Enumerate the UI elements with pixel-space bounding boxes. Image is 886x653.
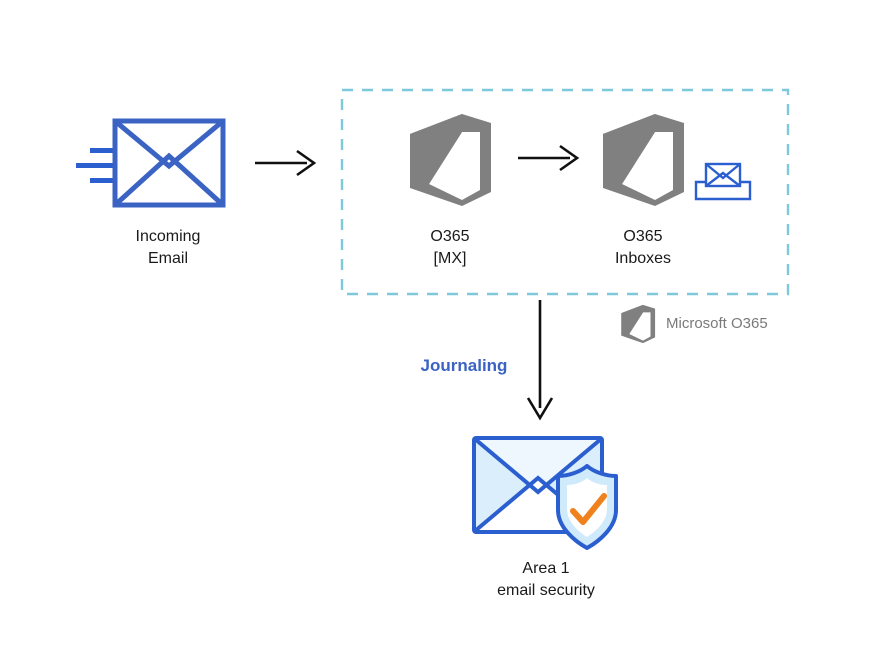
area1-label: Area 1 email security bbox=[497, 560, 595, 599]
o365-mx-label: O365 [MX] bbox=[430, 228, 470, 267]
journaling-label: Journaling bbox=[420, 356, 508, 375]
office-365-logo-icon bbox=[410, 114, 491, 206]
envelope-icon bbox=[112, 118, 226, 208]
o365-boundary-box bbox=[340, 88, 790, 296]
email-motion-lines-icon bbox=[76, 148, 116, 183]
inbox-tray-envelope-icon bbox=[694, 162, 752, 201]
incoming-email-label: Incoming Email bbox=[135, 228, 201, 267]
arrow-right-icon bbox=[518, 144, 580, 172]
office-365-logo-icon bbox=[603, 114, 684, 206]
o365-inboxes-label: O365 Inboxes bbox=[614, 228, 672, 267]
arrow-down-icon bbox=[526, 300, 554, 421]
email-shield-check-icon bbox=[472, 436, 618, 550]
office-365-logo-icon bbox=[621, 304, 656, 344]
legend-label: Microsoft O365 bbox=[666, 315, 768, 332]
arrow-right-icon bbox=[255, 149, 317, 177]
